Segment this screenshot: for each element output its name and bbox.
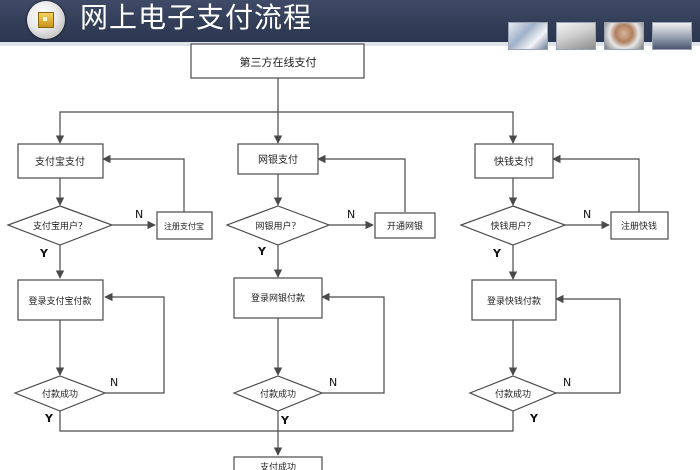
kuaiqian-yes-label: Y [492, 247, 502, 260]
alipay-register-node [156, 211, 213, 240]
bank-check-label: 网银用户？ [255, 220, 300, 232]
final-node [233, 456, 323, 470]
kuaiqian-no-label: N [583, 208, 591, 221]
kuaiqian-result-no-label: N [563, 376, 571, 389]
bank-check-decision [225, 205, 331, 246]
bank-method-node [237, 143, 319, 175]
final-label: 支付成功 [260, 461, 296, 470]
alipay-result-yes-label: Y [44, 412, 54, 425]
thumbnail-image-3 [604, 22, 644, 50]
bank-yes-label: Y [257, 245, 267, 258]
bank-result-decision [232, 375, 324, 412]
kuaiqian-result-label: 付款成功 [495, 388, 531, 400]
alipay-no-label: N [135, 208, 143, 221]
bank-result-label: 付款成功 [260, 388, 296, 400]
kuaiqian-check-label: 快钱用户？ [490, 220, 535, 232]
bank-result-no-label: N [329, 376, 337, 389]
connectors [55, 78, 640, 456]
bank-method-label: 网银支付 [258, 153, 298, 166]
alipay-method-label: 支付宝支付 [35, 155, 85, 168]
kuaiqian-login-node [471, 279, 557, 321]
bank-result-yes-label: Y [280, 414, 290, 427]
alipay-result-no-label: N [110, 376, 118, 389]
alipay-check-label: 支付宝用户？ [33, 220, 87, 232]
bank-no-label: N [347, 208, 355, 221]
alipay-method-node [17, 143, 104, 179]
bank-register-node [374, 212, 436, 239]
alipay-result-decision [13, 375, 107, 412]
kuaiqian-register-node [610, 211, 669, 240]
alipay-check-decision [6, 205, 114, 246]
kuaiqian-method-label: 快钱支付 [494, 155, 534, 168]
bank-login-label: 登录网银付款 [251, 292, 305, 304]
thumbnail-image-4 [652, 22, 692, 50]
page-title: 网上电子支付流程 [80, 1, 313, 34]
alipay-register-label: 注册支付宝 [164, 221, 204, 231]
thumbnail-image-2 [556, 22, 596, 50]
kuaiqian-method-node [474, 143, 554, 179]
thumbnail-image-1 [508, 22, 548, 50]
logo-square-icon [38, 12, 54, 28]
bank-register-label: 开通网银 [387, 220, 423, 232]
alipay-yes-label: Y [39, 247, 49, 260]
alipay-login-label: 登录支付宝付款 [28, 295, 91, 307]
kuaiqian-register-label: 注册快钱 [621, 220, 657, 232]
alipay-result-label: 付款成功 [42, 388, 78, 400]
kuaiqian-result-yes-label: Y [529, 412, 539, 425]
root-node [190, 43, 365, 79]
kuaiqian-login-label: 登录快钱付款 [487, 295, 541, 307]
alipay-login-node [17, 279, 104, 321]
kuaiqian-result-decision [468, 375, 558, 412]
kuaiqian-check-decision [459, 205, 567, 246]
bank-login-node [233, 277, 323, 319]
root-label: 第三方在线支付 [240, 55, 317, 69]
